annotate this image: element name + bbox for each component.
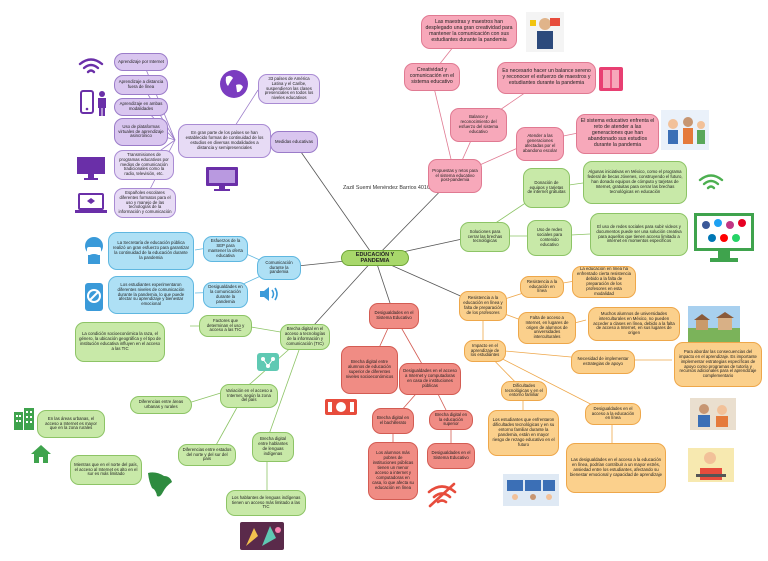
difficulties-node[interactable]: Dificultades tecnológicas y en el entorn… <box>501 381 547 401</box>
creativity-node[interactable]: Creatividad y comunicación en el sistema… <box>404 63 460 91</box>
wifi-green-icon <box>698 174 724 190</box>
access-node[interactable]: Desigualdades en el acceso a Internet y … <box>399 363 461 395</box>
book-icon <box>599 67 623 91</box>
measures-note[interactable]: En gran parte de los países se han estab… <box>178 124 271 158</box>
modality-platforms[interactable]: Uso de plataformas virtuales de aprendiz… <box>114 118 168 146</box>
map-icon <box>148 472 172 497</box>
north-south-note[interactable]: Mientras que en el norte del país, el ac… <box>70 455 142 485</box>
impact-node[interactable]: Impacto en el aprendizaje de los estudia… <box>464 340 506 362</box>
modality-both[interactable]: Aprendizaje en ambas modalidades <box>114 98 168 116</box>
internet-access-note[interactable]: Muchos alumnos de universidades intercul… <box>588 307 680 341</box>
strategies-node[interactable]: Necesidad de implementar estrategias de … <box>571 350 635 374</box>
social-node[interactable]: Uso de redes sociales para contenido edu… <box>527 220 572 256</box>
inequality-note[interactable]: Las desigualdades en el acceso a la educ… <box>566 443 666 493</box>
attend-node[interactable]: Atender a las generaciones afectadas por… <box>516 127 564 161</box>
network-icon <box>257 353 279 371</box>
proposals-node[interactable]: Propuestas y retos para el sistema educa… <box>428 159 482 193</box>
speaker-icon <box>260 287 278 301</box>
donation-note[interactable]: Algunas iniciativas en México, como el p… <box>583 161 687 204</box>
higher-gap-node[interactable]: Brecha digital entre alumnos de educació… <box>341 346 398 394</box>
house-icon <box>31 445 51 463</box>
social-note[interactable]: El uso de redes sociales para subir vide… <box>590 213 688 256</box>
village-icon <box>688 306 740 342</box>
central-topic[interactable]: EDUCACIÓN Y PANDEMIA <box>341 250 409 266</box>
measures-node[interactable]: Medidas educativas <box>270 131 318 153</box>
factors-note[interactable]: La condición socioeconómica la raza, el … <box>75 322 165 362</box>
kid-laptop-icon <box>688 448 734 482</box>
monitor-icon <box>77 157 105 180</box>
phone-icon <box>80 90 94 114</box>
modality-tech-formats[interactable]: Españoles escolares diferentes formatos … <box>114 188 176 218</box>
inequality-node[interactable]: Desigualdades en el acceso a la educació… <box>585 403 641 425</box>
strategies-note[interactable]: Para abordar las consecuencias del impac… <box>674 342 762 387</box>
no-signal-icon <box>85 283 103 311</box>
buildings-icon <box>14 408 34 430</box>
wifi-icon <box>78 58 104 74</box>
person-icon <box>98 91 106 116</box>
kids-studying-icon <box>690 398 736 430</box>
urban-note[interactable]: En las áreas urbanas, el acceso a Intern… <box>37 410 105 438</box>
teacher-icon <box>526 12 564 52</box>
system-node[interactable]: Desigualdades en el Sistema Educativo <box>427 443 475 469</box>
resilience-node[interactable]: Resistencia a la educación en línea y fa… <box>459 291 507 321</box>
tic-gap-node[interactable]: Brecha digital en el acceso a tecnología… <box>280 324 330 350</box>
indigenous-node[interactable]: Brecha digital entre hablantes de lengua… <box>252 432 294 462</box>
students-computers-icon <box>503 474 559 506</box>
resilience-online-note[interactable]: La educación en línea ha enfrentado cier… <box>572 266 636 298</box>
students-icon <box>661 110 709 150</box>
creativity-note[interactable]: Las maestras y maestros han desplegado u… <box>421 15 517 49</box>
money-icon <box>325 399 357 415</box>
inequalities-node[interactable]: Desigualdades en el Sistema Educativo <box>369 303 419 329</box>
countries-note[interactable]: 33 países de América Latina y el Caribe,… <box>258 74 320 104</box>
social-network-icon <box>694 213 754 262</box>
comm-inequal-node[interactable]: Desigualdades en la comunicación durante… <box>203 282 248 308</box>
author-label: Zazil Suemi Menéndez Barrios 401C <box>343 185 431 191</box>
sep-effort-note[interactable]: La Secretaría de educación pública reali… <box>108 232 194 270</box>
sep-effort-node[interactable]: Esfuerzos de la SEP para mantener la ofe… <box>203 236 248 262</box>
modality-broadcast[interactable]: Transmisiones de programas educativos po… <box>114 150 174 180</box>
urban-node[interactable]: Diferencias entre áreas urbanas y rurale… <box>130 396 192 414</box>
resilience-online-node[interactable]: Resistencia a la educación en línea <box>520 276 564 298</box>
attend-note[interactable]: El sistema educativo enfrenta el reto de… <box>576 114 659 154</box>
tv-icon <box>206 167 238 191</box>
digital-gap-node[interactable]: Brecha digital en el bachillerato <box>372 408 414 434</box>
indigenous-note[interactable]: Los hablantes de lenguas indígenas tiene… <box>226 490 306 516</box>
hands-icon <box>240 522 284 550</box>
wifi-off-icon <box>427 482 457 508</box>
balance-node[interactable]: Balance y reconocimiento del esfuerzo de… <box>450 108 507 142</box>
variation-node[interactable]: Variación en el acceso a Internet, según… <box>220 384 278 408</box>
north-south-node[interactable]: Diferencias entre estados del norte y de… <box>178 444 236 466</box>
modality-offline[interactable]: Aprendizaje a distancia fuera de línea <box>114 75 168 95</box>
factors-node[interactable]: Factores que determinan el uso y acceso … <box>199 315 252 337</box>
laptop-icon <box>75 193 107 213</box>
globe-icon <box>220 70 248 98</box>
solutions-node[interactable]: Soluciones para cerrar las brechas tecno… <box>460 222 510 252</box>
digital-gap-note[interactable]: Los alumnos más pobres de instituciones … <box>368 442 418 500</box>
difficulties-note[interactable]: Los estudiantes que enfrentaron dificult… <box>488 410 559 456</box>
higher-ed-node[interactable]: Brecha digital en la educación superior <box>429 410 473 430</box>
internet-access-node[interactable]: Falta de acceso a Internet, en lugares d… <box>518 312 576 344</box>
balance-note[interactable]: Es necesario hacer un balance sereno y r… <box>497 62 596 94</box>
donation-node[interactable]: Donación de equipos y tarjetas de intern… <box>523 168 570 208</box>
communication-node[interactable]: Comunicación durante la pandemia <box>257 256 301 280</box>
modality-internet[interactable]: Aprendizaje por Internet <box>114 53 168 71</box>
mask-icon <box>85 237 103 264</box>
comm-inequal-note[interactable]: Los estudiantes experimentaron diferente… <box>108 276 194 314</box>
